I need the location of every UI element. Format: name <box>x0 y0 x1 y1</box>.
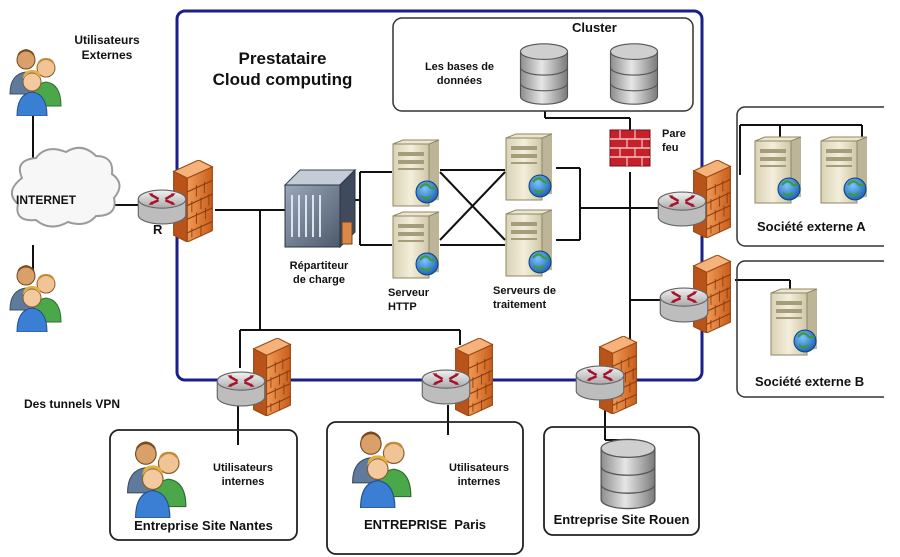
processing-server-2-icon <box>504 208 554 278</box>
provider-title-line2: Cloud computing <box>212 70 353 90</box>
http-server-label-line2: HTTP <box>388 300 417 313</box>
internal-firewall-icon <box>609 129 651 167</box>
site-paris-box <box>326 421 524 555</box>
router-letter: R <box>153 222 163 237</box>
cluster-db-label-line2: données <box>436 74 483 87</box>
http-server-1-icon <box>391 138 441 208</box>
firewall-label: Pare feu <box>662 128 686 156</box>
vpn-label: Des tunnels VPN <box>24 397 121 411</box>
load-balancer-label-line1: Répartiteur <box>289 260 349 272</box>
external-users-label: Utilisateurs Externes <box>62 33 152 63</box>
company-a-router-icon <box>656 190 708 228</box>
external-users-line2: Externes <box>81 48 133 62</box>
site-rouen-label: Entreprise Site Rouen <box>553 512 690 527</box>
cluster-db-label: Les bases de données <box>412 61 507 89</box>
nantes-users-line1: Utilisateurs <box>213 462 273 474</box>
firewall-label-line1: Pare <box>662 128 686 140</box>
company-a-server-1-icon <box>753 135 803 205</box>
company-a-label: Société externe A <box>757 219 866 234</box>
firewall-label-line2: feu <box>662 141 679 154</box>
processing-server-label: Serveurs de traitement <box>493 285 556 313</box>
provider-title-line1: Prestataire <box>238 49 327 68</box>
internet-label: INTERNET <box>16 193 76 207</box>
http-server-label: Serveur HTTP <box>388 287 429 315</box>
processing-server-1-icon <box>504 132 554 202</box>
external-users-line1: Utilisateurs <box>74 33 140 47</box>
site-paris-label: ENTREPRISE Paris <box>363 517 487 532</box>
edge-router-icon <box>136 188 188 226</box>
cluster-database-2-icon <box>609 43 659 105</box>
site-nantes-box <box>109 429 298 541</box>
site-nantes-label: Entreprise Site Nantes <box>134 518 273 533</box>
cluster-db-label-line1: Les bases de <box>424 61 495 73</box>
company-b-label: Société externe B <box>755 374 865 389</box>
external-users-top-icon <box>9 48 62 116</box>
paris-users-icon <box>351 430 412 508</box>
nantes-router-icon <box>215 370 267 408</box>
company-a-server-2-icon <box>819 135 869 205</box>
paris-router-icon <box>420 368 472 406</box>
provider-title: Prestataire Cloud computing <box>200 48 365 91</box>
load-balancer-label: Répartiteur de charge <box>280 260 358 288</box>
company-b-server-icon <box>769 287 819 357</box>
company-b-router-icon <box>658 286 710 324</box>
http-server-2-icon <box>391 210 441 280</box>
rouen-router-icon <box>574 364 626 402</box>
load-balancer-icon <box>283 168 357 249</box>
nantes-users-label: Utilisateurs internes <box>198 462 288 490</box>
rouen-database-icon <box>600 438 656 510</box>
internet-cloud <box>11 146 121 228</box>
external-users-bottom-icon <box>9 264 62 332</box>
site-rouen-box <box>543 426 700 536</box>
load-balancer-label-line2: de charge <box>293 273 345 286</box>
company-b-box <box>736 260 884 398</box>
processing-server-label-line1: Serveurs de <box>493 285 556 297</box>
cluster-title: Cluster <box>572 20 617 35</box>
processing-server-label-line2: traitement <box>493 298 547 311</box>
http-server-label-line1: Serveur <box>388 287 429 299</box>
company-a-box <box>736 106 884 247</box>
paris-users-line2: internes <box>457 475 501 488</box>
paris-users-line1: Utilisateurs <box>449 462 509 474</box>
nantes-users-line2: internes <box>221 475 265 488</box>
paris-users-label: Utilisateurs internes <box>434 462 524 490</box>
nantes-users-icon <box>126 440 187 518</box>
cluster-database-1-icon <box>519 43 569 105</box>
